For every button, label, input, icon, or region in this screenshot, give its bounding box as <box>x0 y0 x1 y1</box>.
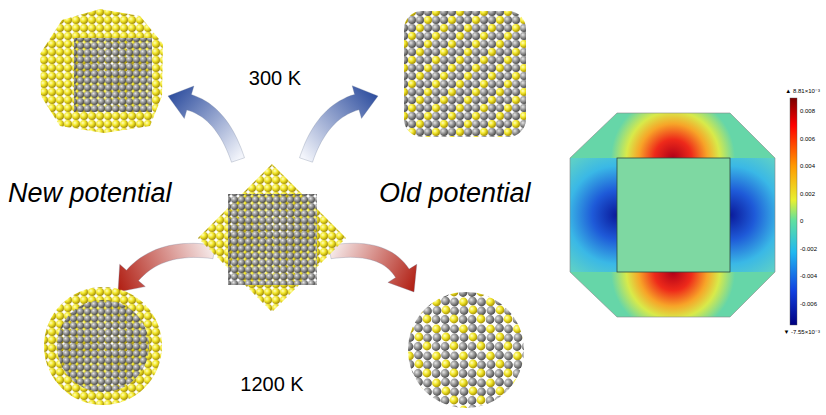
colorbar-min: ▼ -7.55×10⁻³ <box>783 329 820 335</box>
strain-map <box>570 113 775 317</box>
colorbar-tick: 0.004 <box>800 163 815 169</box>
nanoparticle <box>40 9 163 133</box>
temperature-label: 300 K <box>249 68 301 88</box>
colorbar-tick: -0.004 <box>800 273 817 279</box>
transition-arrow <box>118 243 215 292</box>
strain-region <box>570 272 775 317</box>
core-circle <box>57 300 149 392</box>
gold-shell <box>40 9 163 133</box>
core-square <box>228 194 317 285</box>
core-region <box>617 158 730 272</box>
colorbar-tick: 0.002 <box>800 191 815 197</box>
colorbar-max: ▲ 8.81×10⁻³ <box>785 88 820 94</box>
gold-shell <box>198 164 346 312</box>
transition-arrow <box>300 86 379 163</box>
potential-label: Old potential <box>379 180 531 207</box>
colorbar-tick: -0.006 <box>800 301 817 307</box>
colorbar-tick: 0.006 <box>800 136 815 142</box>
colorbar-tick: -0.002 <box>800 246 817 252</box>
mixed-nanoparticle <box>408 292 524 408</box>
strain-region <box>570 113 775 158</box>
nanoparticle <box>44 287 162 405</box>
temperature-label: 1200 K <box>240 374 303 394</box>
transition-arrow <box>329 243 417 292</box>
core-square <box>74 38 152 112</box>
strain-region <box>570 158 617 272</box>
colorbar <box>790 98 797 325</box>
mixed-nanoparticle <box>404 11 526 137</box>
colorbar-tick: 0 <box>800 218 803 224</box>
initial-nanoparticle <box>198 164 346 312</box>
colorbar-tick: 0.008 <box>800 108 815 114</box>
outline <box>570 113 775 317</box>
transition-arrow <box>168 86 245 162</box>
potential-label: New potential <box>8 180 172 207</box>
gold-shell <box>44 287 162 405</box>
strain-region <box>730 158 775 272</box>
